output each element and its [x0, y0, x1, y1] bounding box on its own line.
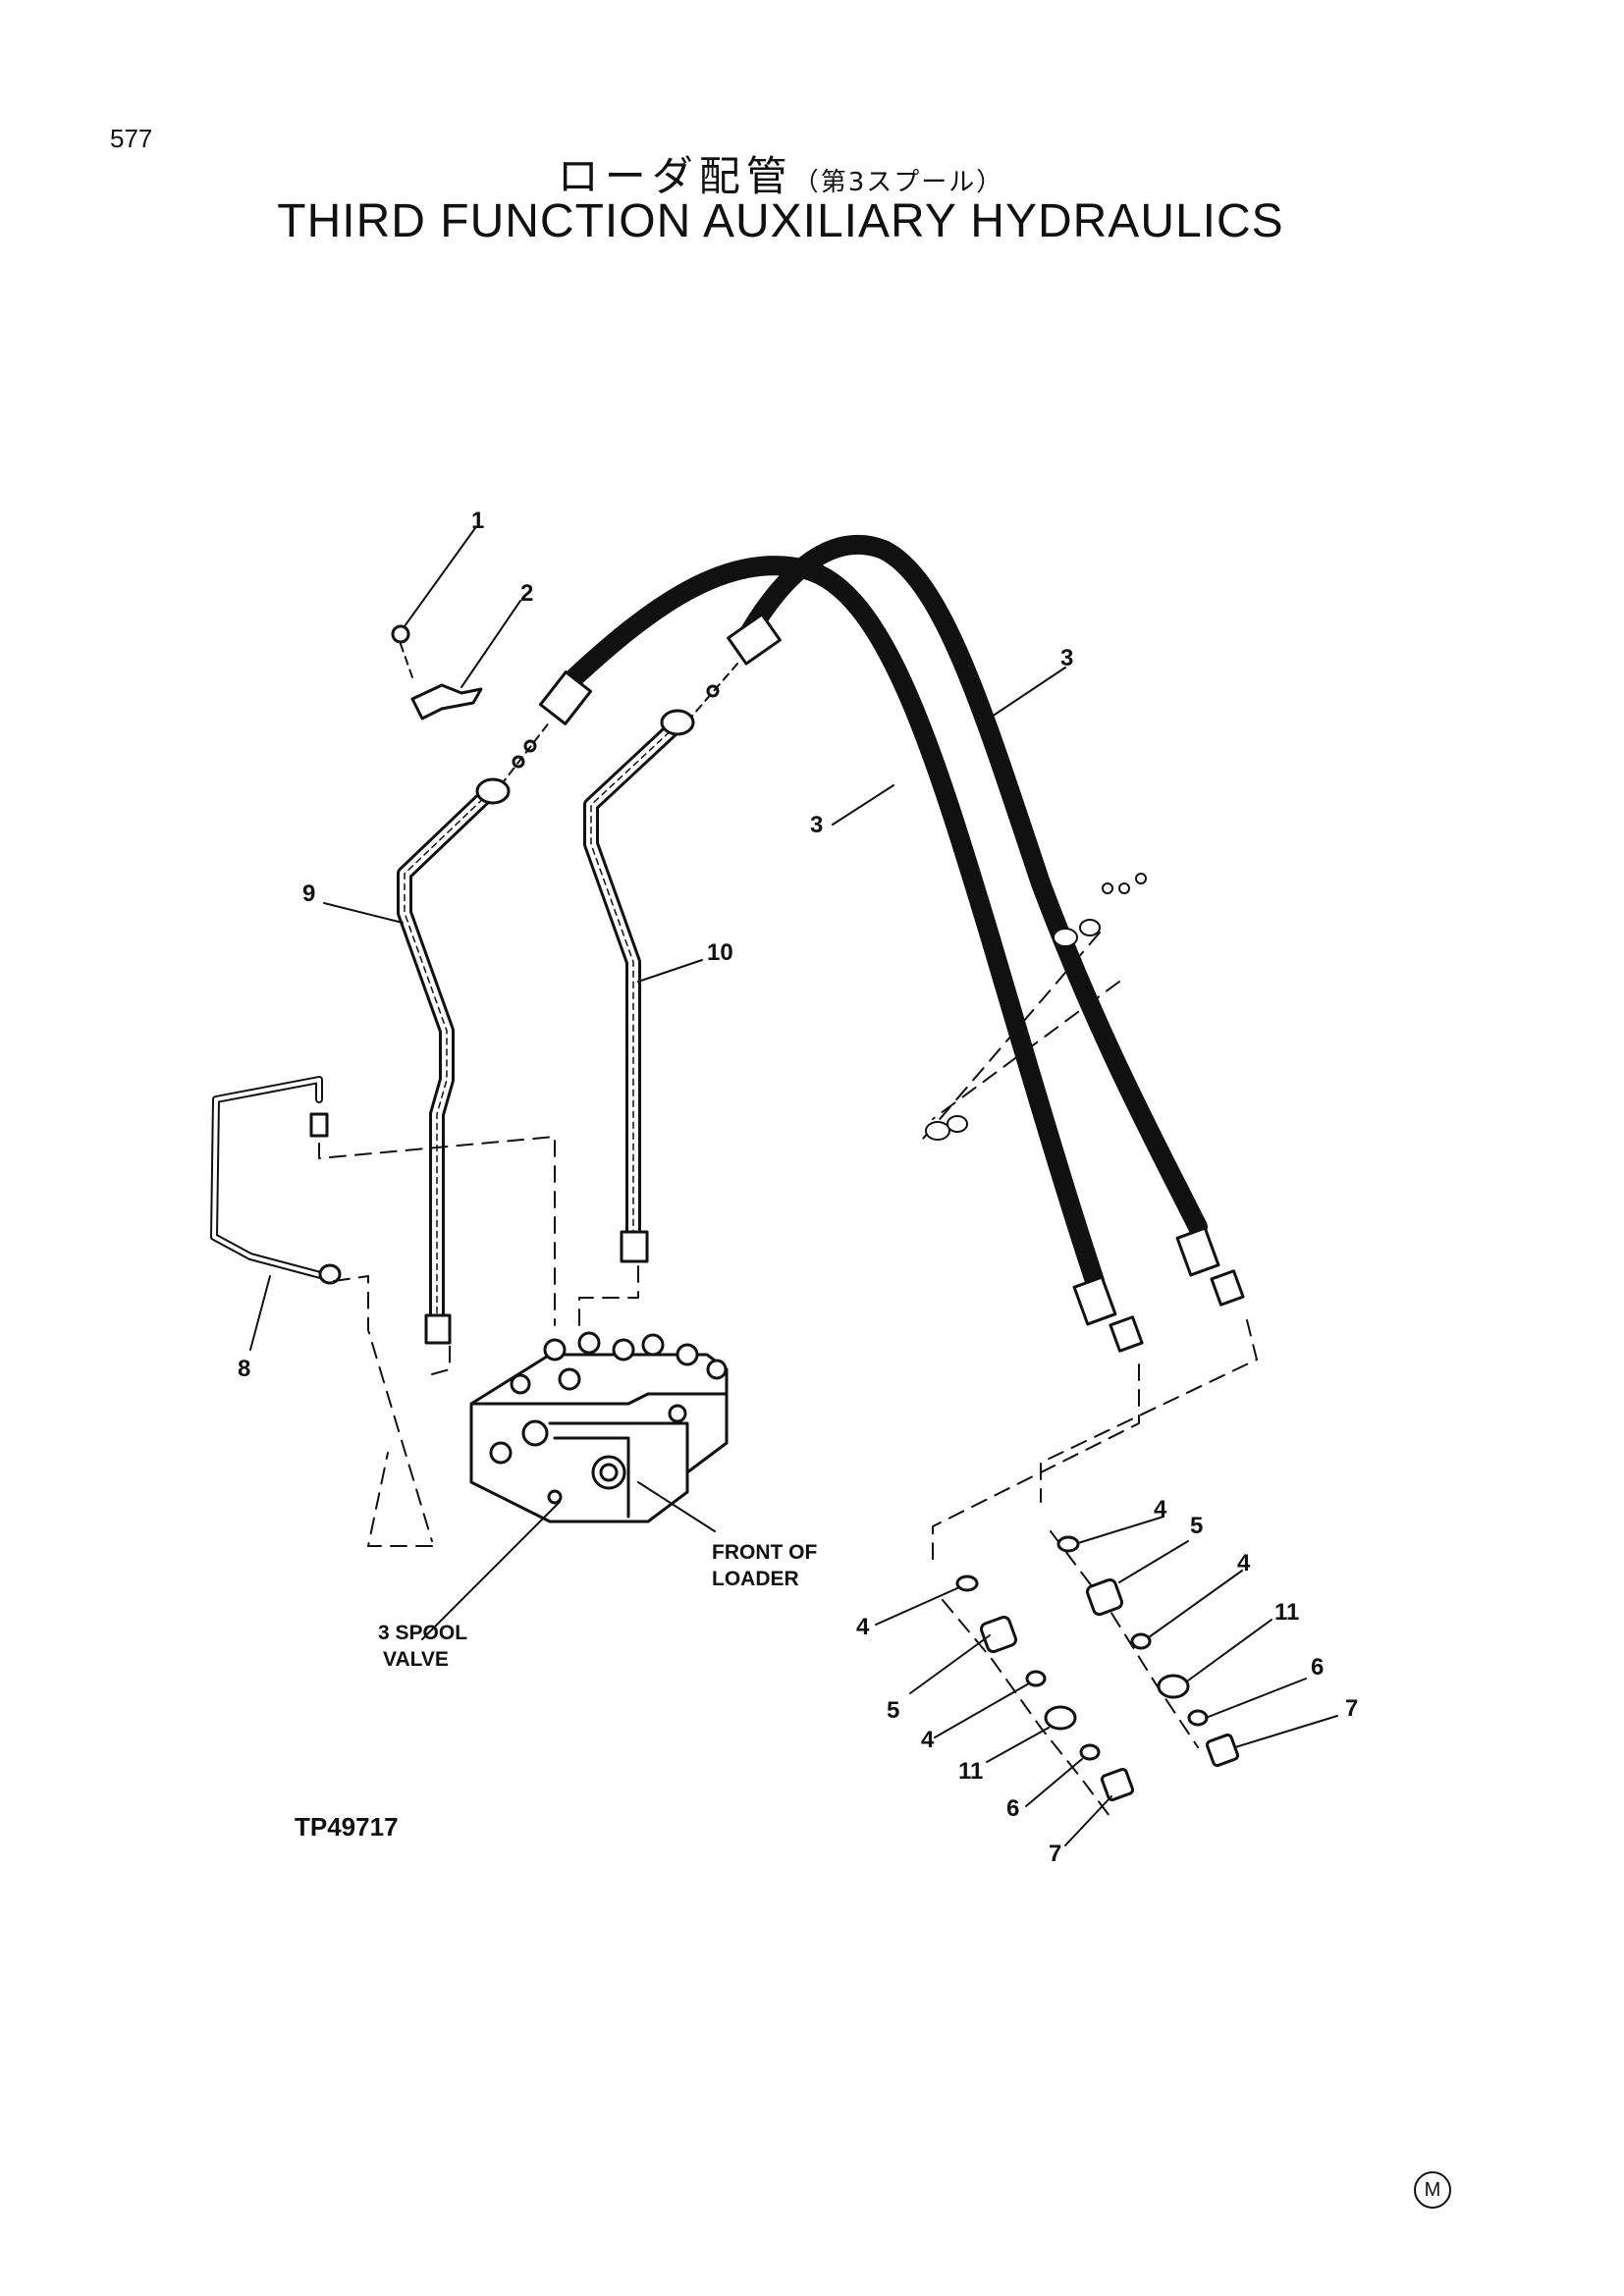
hose-fitting	[538, 670, 593, 725]
callout-4: 4	[856, 1614, 870, 1640]
assembly-lines	[318, 932, 1258, 1817]
callout-4: 4	[1237, 1550, 1251, 1576]
callout-9: 9	[302, 881, 315, 907]
hose-3-right	[736, 534, 1208, 1237]
hose-3-left	[560, 556, 1105, 1291]
label-front-of-loader-line1: FRONT OF	[712, 1541, 817, 1564]
callout-2: 2	[520, 580, 533, 607]
fitting-stack-left	[955, 1575, 1135, 1802]
tube-10	[583, 709, 695, 1263]
hose-fitting	[1175, 1226, 1220, 1277]
callout-4: 4	[1154, 1496, 1167, 1522]
tube-9	[397, 777, 511, 1345]
hose-fitting	[1109, 1315, 1144, 1353]
corner-mark: M	[1414, 2171, 1451, 2209]
callout-5: 5	[887, 1697, 899, 1724]
callout-11: 11	[1274, 1599, 1299, 1626]
callout-3: 3	[1060, 645, 1073, 671]
hose-fitting	[1072, 1275, 1117, 1326]
spool-valve	[469, 1331, 729, 1523]
label-spool-valve-line2: VALVE	[383, 1648, 449, 1671]
callout-6: 6	[1311, 1654, 1324, 1681]
callout-10: 10	[707, 939, 733, 966]
callout-11: 11	[958, 1758, 983, 1785]
callout-7: 7	[1049, 1841, 1061, 1867]
callout-8: 8	[238, 1356, 250, 1382]
figure-reference: TP49717	[295, 1812, 399, 1842]
label-front-of-loader-line2: LOADER	[712, 1568, 799, 1590]
bolt-1	[391, 624, 410, 644]
hose-fitting	[1210, 1269, 1245, 1307]
fitting-stack-right	[1056, 1535, 1240, 1768]
page-number: 577	[110, 124, 153, 153]
label-spool-valve-line1: 3 SPOOL	[378, 1622, 467, 1644]
callout-3: 3	[810, 812, 823, 838]
callout-4: 4	[921, 1727, 935, 1753]
callout-6: 6	[1006, 1795, 1019, 1822]
title-japanese: ローダ配管（第3スプール）	[0, 143, 1561, 203]
callout-5: 5	[1190, 1513, 1203, 1539]
title-japanese-main: ローダ配管	[557, 152, 793, 200]
title-english: THIRD FUNCTION AUXILIARY HYDRAULICS	[277, 195, 1284, 247]
leader-lines	[249, 527, 1338, 1846]
tube-8	[210, 1076, 342, 1285]
callout-7: 7	[1345, 1695, 1358, 1722]
clamp-bracket-2	[410, 683, 483, 721]
hose-fitting	[727, 613, 782, 666]
title-japanese-sub: （第3スプール）	[792, 168, 1004, 197]
callout-1: 1	[471, 507, 484, 534]
ghost-fittings	[925, 873, 1147, 1141]
